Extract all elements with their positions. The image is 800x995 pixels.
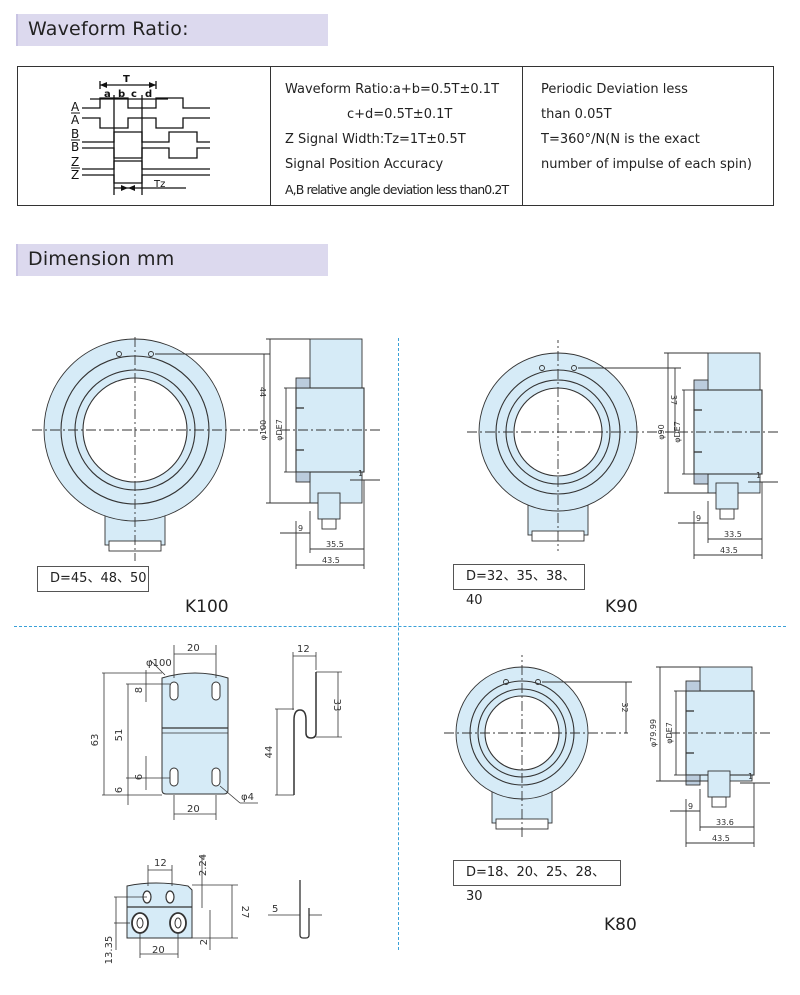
gap-label: 1 <box>748 772 753 781</box>
side-lower-label: 44 <box>264 746 275 759</box>
outer-diameter-label: φ100 <box>259 420 268 441</box>
vertical-divider <box>398 338 399 950</box>
small-gap-label: 2 <box>199 939 210 945</box>
small-thickness-label: 5 <box>272 904 278 915</box>
signal-label-b: B <box>71 127 79 141</box>
connector-offset-label: 9 <box>298 524 303 533</box>
bore-label: φDE7 <box>673 421 682 443</box>
outer-diameter-label: φ79.99 <box>649 719 658 747</box>
bracket-slot-bottom-label: 6 <box>134 774 145 780</box>
connector-offset-label: 9 <box>696 514 701 523</box>
encoder-drawing-k100: 44 φ100 φDE7 1 9 35.5 43.5 <box>20 319 390 599</box>
total-length-label: 43.5 <box>712 834 730 843</box>
tz-label: Tz <box>153 179 165 190</box>
signal-label-b-inv: B <box>71 140 79 154</box>
side-offset-label: 12 <box>297 644 310 655</box>
small-height-label: 27 <box>239 906 250 919</box>
bracket-bottom-width-label: 20 <box>187 804 200 815</box>
encoder-drawing-k80: 32 φ79.99 φDE7 1 9 33.6 43.5 <box>420 647 790 889</box>
signal-label-z: Z <box>71 155 79 169</box>
d-options-box-k90: D=32、35、38、40 <box>453 564 585 608</box>
bracket-height-label: 63 <box>90 734 101 747</box>
signal-a-inv-wave <box>82 117 210 129</box>
total-length-label: 43.5 <box>720 546 738 555</box>
small-offset-label: 13.35 <box>104 936 115 965</box>
waveform-table: T a b c d Tz A A B B Z Z Waveform R <box>17 66 774 206</box>
bracket-radius-label: φ100 <box>146 658 172 669</box>
signal-b-wave <box>82 131 210 143</box>
bracket-top-width-label: 20 <box>187 643 200 654</box>
connector-offset-label: 9 <box>688 802 693 811</box>
d-options-box-k80: D=18、20、25、28、30 <box>453 860 621 904</box>
segment-label-b: b <box>118 89 125 100</box>
signal-label-a: A <box>71 100 80 114</box>
hole-offset-label: 37 <box>669 395 678 405</box>
bracket-hole-label: φ4 <box>241 792 254 803</box>
signal-z-inv-wave <box>82 174 210 184</box>
period-line-1: Periodic Deviation less <box>541 82 688 97</box>
gap-label: 1 <box>358 469 363 478</box>
small-bracket-drawing: 12 2.24 27 13.35 20 2 5 <box>104 854 322 965</box>
section-header-dimension: Dimension mm <box>16 244 328 276</box>
body-length-label: 33.6 <box>716 818 734 827</box>
hole-offset-label: 44 <box>258 387 267 397</box>
small-spacing-label: 12 <box>154 858 167 869</box>
period-line-2: than 0.05T <box>541 107 612 122</box>
body-length-label: 35.5 <box>326 540 344 549</box>
bracket-slot-top-label: 8 <box>134 687 145 693</box>
waveform-ratio-cell: Waveform Ratio:a+b=0.5T±0.1T c+d=0.5T±0.… <box>271 67 523 205</box>
signal-label-a-inv: A <box>71 113 80 127</box>
angle-deviation-line: A,B relative angle deviation less than0.… <box>285 182 509 197</box>
section-title: Waveform Ratio: <box>28 18 189 40</box>
period-label: T <box>123 74 130 85</box>
signal-z-wave <box>82 160 210 170</box>
body-length-label: 33.5 <box>724 530 742 539</box>
segment-label-d: d <box>145 89 152 100</box>
small-top-label: 2.24 <box>198 854 209 876</box>
total-length-label: 43.5 <box>322 556 340 565</box>
model-label-k90: K90 <box>605 597 638 617</box>
ratio-line-cd: c+d=0.5T±0.1T <box>347 107 453 122</box>
periodic-deviation-cell: Periodic Deviation less than 0.05T T=360… <box>523 67 773 205</box>
signal-label-z-inv: Z <box>71 168 79 182</box>
side-upper-label: 33 <box>331 699 342 712</box>
hole-offset-label: 32 <box>620 702 629 712</box>
section-title: Dimension mm <box>28 248 175 270</box>
section-header-waveform: Waveform Ratio: <box>16 14 328 46</box>
model-label-k100: K100 <box>185 597 229 617</box>
waveform-diagram-cell: T a b c d Tz A A B B Z Z <box>18 67 271 205</box>
bracket-hole-span-label: 51 <box>114 729 125 742</box>
segment-label-c: c <box>131 89 137 100</box>
d-options-box-k100: D=45、48、50 <box>37 566 149 592</box>
waveform-diagram: T a b c d Tz A A B B Z Z <box>71 74 210 195</box>
period-line-3: T=360°/N(N is the exact <box>541 132 700 147</box>
small-width-label: 20 <box>152 945 165 956</box>
ratio-line-ab: Waveform Ratio:a+b=0.5T±0.1T <box>285 82 500 97</box>
signal-b-inv-wave <box>82 147 210 159</box>
bore-label: φDE7 <box>275 419 284 441</box>
horizontal-divider <box>14 626 786 627</box>
outer-diameter-label: φ90 <box>657 424 666 439</box>
bracket-front-and-side-drawing: φ100 20 20 φ4 63 51 8 6 6 12 33 44 <box>90 643 342 820</box>
model-label-k80: K80 <box>604 915 637 935</box>
z-width-line: Z Signal Width:Tz=1T±0.5T <box>285 132 466 147</box>
period-line-4: number of impulse of each spin) <box>541 157 752 172</box>
position-accuracy-line: Signal Position Accuracy <box>285 157 444 172</box>
encoder-drawing-k90: 37 φ90 φDE7 1 9 33.5 43.5 <box>420 333 790 584</box>
bore-label: φDE7 <box>665 722 674 744</box>
segment-label-a: a <box>104 89 111 100</box>
gap-label: 1 <box>756 471 761 480</box>
bracket-edge-label: 6 <box>114 787 125 793</box>
